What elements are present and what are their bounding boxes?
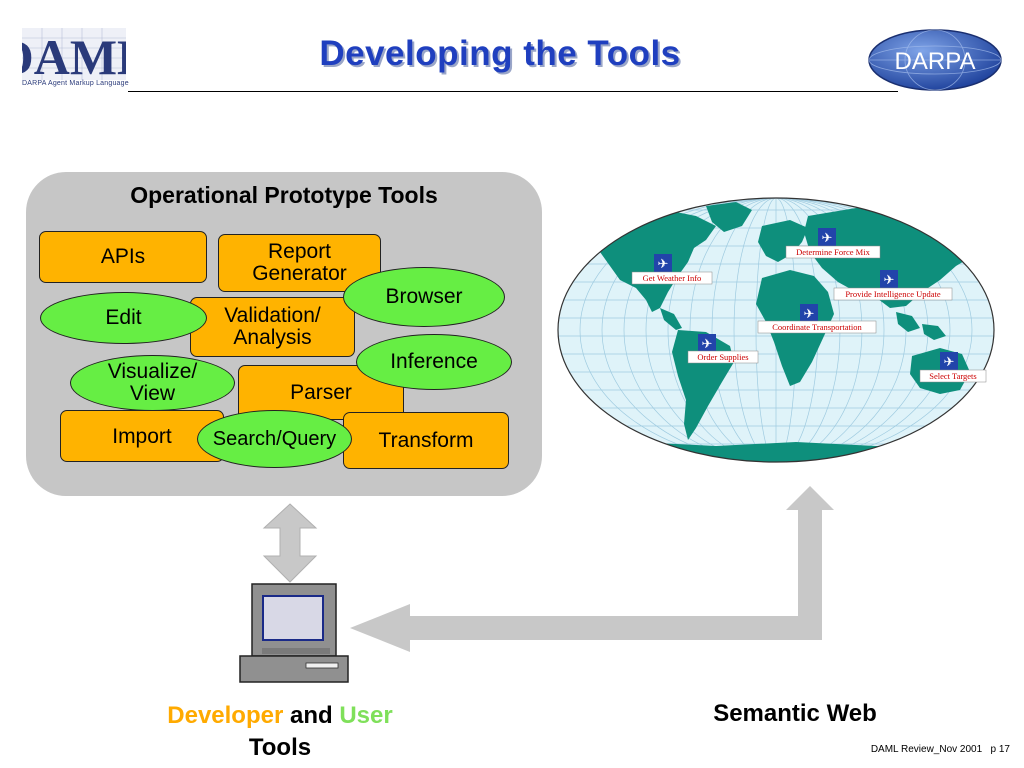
visualize-view-ellipse: Visualize/ View	[70, 355, 235, 411]
agent-icon: ✈	[654, 254, 672, 272]
user-text: User	[339, 702, 393, 729]
double-arrow-icon	[262, 503, 318, 583]
svg-text:Determine Force Mix: Determine Force Mix	[796, 247, 870, 257]
agent-icon: ✈	[800, 304, 818, 322]
import-box: Import	[60, 410, 224, 462]
map-label-determine-force-mix: Determine Force Mix	[785, 245, 881, 259]
svg-text:Provide Intelligence Update: Provide Intelligence Update	[845, 289, 941, 299]
svg-text:Select Targets: Select Targets	[929, 371, 976, 381]
darpa-text: DARPA	[895, 48, 976, 75]
footer-text: DAML Review_Nov 2001	[870, 744, 983, 755]
logo-subtitle: DARPA Agent Markup Language	[22, 80, 129, 87]
agent-icon: ✈	[940, 352, 958, 370]
map-label-coordinate-transportation: Coordinate Transportation	[757, 320, 877, 334]
inference-ellipse: Inference	[356, 334, 512, 390]
apis-box: APIs	[39, 231, 207, 283]
developer-text: Developer	[167, 702, 284, 729]
semantic-web-arrow-icon	[350, 486, 834, 652]
agent-icon: ✈	[698, 334, 716, 352]
edit-ellipse: Edit	[40, 292, 207, 344]
developer-user-tools-label: Developer and User Tools	[130, 700, 430, 764]
title-divider	[128, 91, 898, 92]
svg-text:✈: ✈	[944, 355, 955, 370]
svg-text:Get Weather Info: Get Weather Info	[643, 273, 702, 283]
validation-analysis-box: Validation/ Analysis	[190, 297, 355, 357]
daml-logo: DAML	[22, 28, 126, 85]
search-query-ellipse: Search/Query	[197, 410, 352, 468]
agent-icon: ✈	[818, 228, 836, 246]
svg-text:✈: ✈	[658, 257, 669, 272]
map-label-order-supplies: Order Supplies	[687, 350, 759, 364]
browser-ellipse: Browser	[343, 267, 505, 327]
map-label-provide-intelligence-update: Provide Intelligence Update	[833, 287, 953, 301]
page-number: p 17	[990, 744, 1010, 755]
panel-title: Operational Prototype Tools	[130, 182, 438, 208]
logo-text: DAML	[22, 29, 126, 85]
agent-icon: ✈	[880, 270, 898, 288]
footer: DAML Review_Nov 2001 p 17	[800, 744, 1010, 755]
svg-text:Order Supplies: Order Supplies	[697, 352, 748, 362]
svg-text:✈: ✈	[822, 231, 833, 246]
computer-icon	[239, 583, 349, 683]
map-label-get-weather-info: Get Weather Info	[631, 271, 713, 285]
page-title: Developing the Tools	[319, 34, 681, 73]
svg-text:✈: ✈	[702, 337, 713, 352]
svg-text:✈: ✈	[804, 307, 815, 322]
semantic-web-label: Semantic Web	[713, 700, 877, 727]
map-label-select-targets: Select Targets	[919, 369, 987, 383]
tools-text: Tools	[248, 734, 312, 761]
svg-text:✈: ✈	[884, 273, 895, 288]
darpa-logo: DARPA	[868, 29, 1002, 91]
and-text: and	[283, 702, 340, 729]
svg-text:Coordinate Transportation: Coordinate Transportation	[772, 322, 862, 332]
world-map: ✈ ✈ ✈ ✈ ✈ ✈ Determine Force Mix Get Weat…	[557, 197, 995, 463]
transform-box: Transform	[343, 412, 509, 469]
